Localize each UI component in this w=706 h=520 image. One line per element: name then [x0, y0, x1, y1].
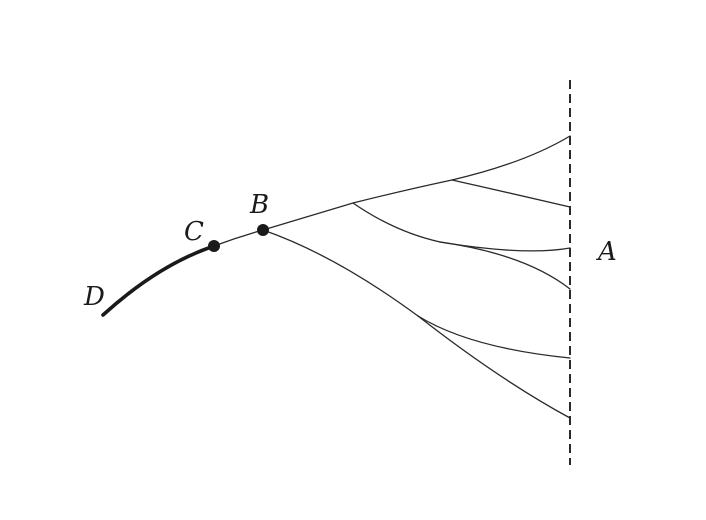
branch-lower-lower — [417, 315, 571, 419]
branch-lower-upper — [417, 315, 571, 359]
branch-upper-small — [451, 179, 571, 208]
label-d: D — [83, 282, 105, 312]
segment-c-to-b — [213, 229, 264, 247]
label-b: B — [249, 190, 269, 220]
point-b — [257, 224, 269, 236]
lower-trunk — [262, 229, 419, 317]
branch-middle-upper — [439, 241, 571, 252]
branch-middle-lower — [439, 241, 571, 290]
curve-d-to-c — [101, 244, 216, 317]
branch-middle — [352, 202, 441, 243]
upper-trunk — [262, 135, 571, 231]
label-c: C — [184, 217, 204, 247]
label-a: A — [596, 237, 617, 267]
point-c — [208, 240, 220, 252]
